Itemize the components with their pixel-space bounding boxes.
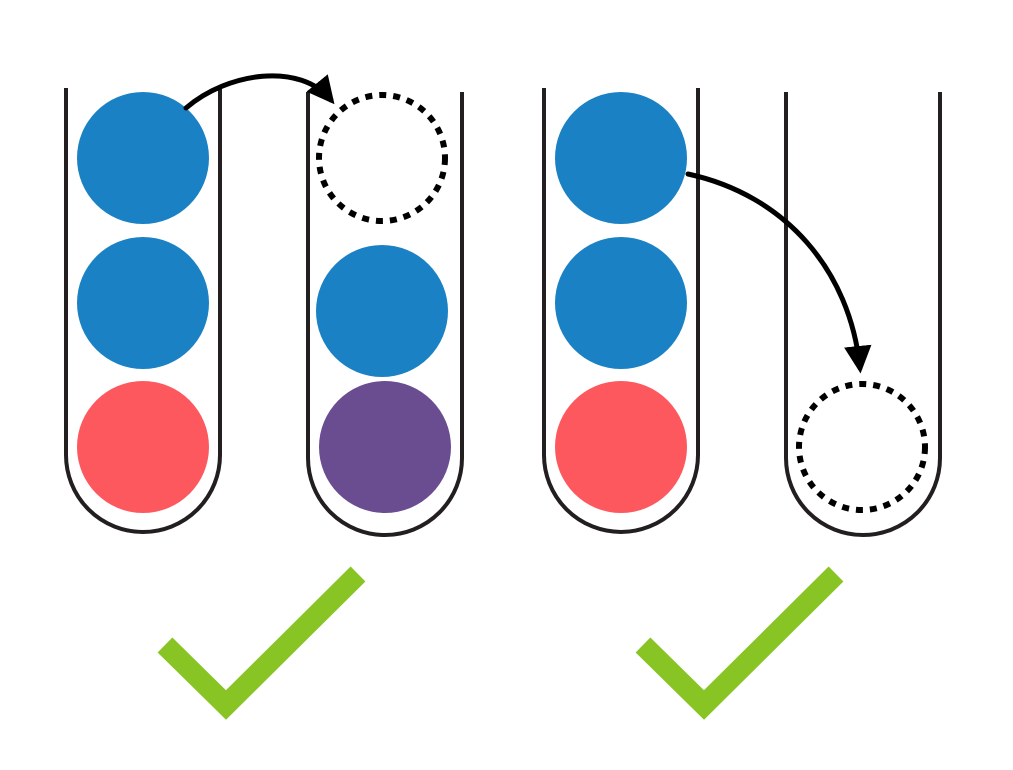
example-move-to-matching-color — [64, 73, 464, 720]
example-move-to-empty-tube — [542, 88, 942, 720]
move-arrow-1 — [183, 73, 335, 111]
drop-target-slot[interactable] — [316, 92, 448, 224]
drop-target-slot[interactable] — [796, 381, 928, 513]
tube-4-empty[interactable] — [784, 92, 942, 537]
ball-tube1-top[interactable] — [77, 92, 209, 224]
ball-tube2-bottom — [319, 381, 451, 513]
checkmark-icon — [157, 566, 366, 720]
ball-tube3-bottom — [555, 381, 687, 513]
ball-tube1-middle — [77, 237, 209, 369]
ball-tube2-upper — [316, 245, 448, 377]
ball-tube3-top[interactable] — [555, 92, 687, 224]
tube-2[interactable] — [306, 92, 464, 537]
ball-tube3-middle — [555, 237, 687, 369]
checkmark-icon — [635, 566, 844, 720]
tube-1[interactable] — [64, 88, 222, 534]
tube-3[interactable] — [542, 88, 700, 534]
ball-tube1-bottom — [77, 381, 209, 513]
move-arrow-2 — [685, 171, 872, 374]
